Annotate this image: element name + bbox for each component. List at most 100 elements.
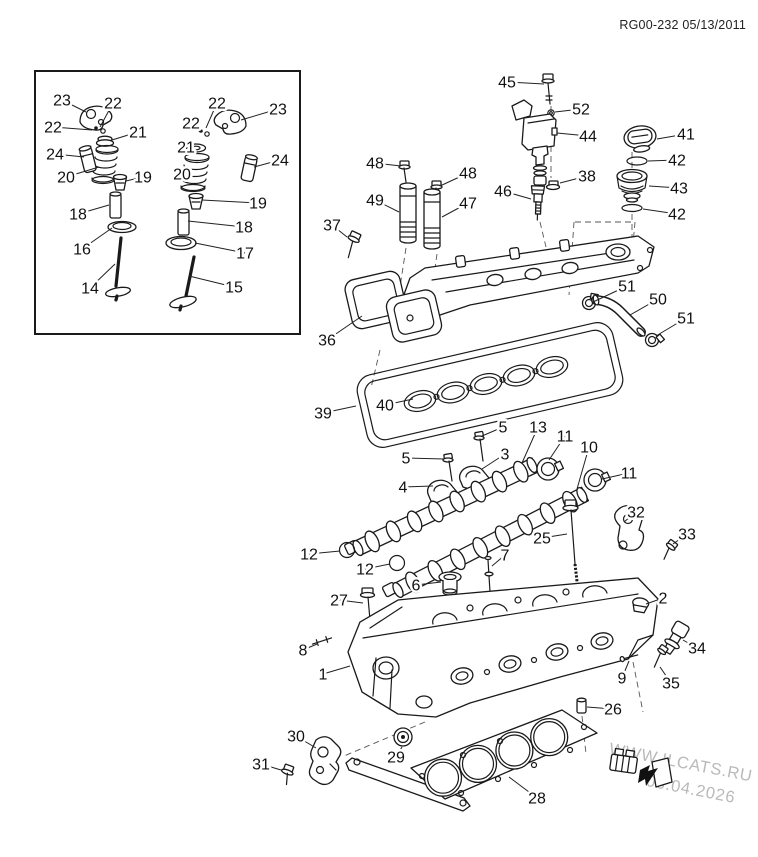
callout-label-17[interactable]: 17 — [234, 243, 257, 265]
callout-label-30[interactable]: 30 — [285, 726, 308, 748]
callout-leader-line — [548, 435, 566, 461]
callout-label-21[interactable]: 21 — [127, 122, 150, 144]
callout-label-32[interactable]: 32 — [625, 502, 648, 524]
tube-bolt-a — [398, 160, 411, 183]
callout-label-43[interactable]: 43 — [668, 178, 691, 200]
callout-leader-line — [481, 453, 506, 470]
callout-label-37[interactable]: 37 — [321, 215, 344, 237]
callout-label-21[interactable]: 21 — [175, 137, 198, 159]
valve-stem-seal-left — [112, 173, 128, 191]
callout-label-1[interactable]: 1 — [316, 664, 330, 686]
callout-label-4[interactable]: 4 — [396, 477, 410, 499]
callout-leader-line — [190, 122, 201, 133]
callout-label-41[interactable]: 41 — [675, 124, 698, 146]
callout-label-44[interactable]: 44 — [577, 126, 600, 148]
callout-label-16[interactable]: 16 — [71, 239, 94, 261]
callout-label-18[interactable]: 18 — [233, 217, 256, 239]
valve-cover — [344, 235, 655, 343]
callout-label-33[interactable]: 33 — [676, 524, 699, 546]
head-gasket — [410, 709, 598, 800]
callout-label-48[interactable]: 48 — [457, 163, 480, 185]
callout-label-29[interactable]: 29 — [385, 747, 408, 769]
callout-label-24[interactable]: 24 — [44, 144, 67, 166]
callout-label-48[interactable]: 48 — [364, 153, 387, 175]
callout-label-25[interactable]: 25 — [531, 528, 554, 550]
callout-label-51[interactable]: 51 — [616, 276, 639, 298]
callout-label-13[interactable]: 13 — [527, 417, 550, 439]
cap-bolt-b — [442, 452, 454, 482]
callout-label-20[interactable]: 20 — [171, 164, 194, 186]
callout-label-7[interactable]: 7 — [498, 545, 512, 567]
callout-label-49[interactable]: 49 — [364, 190, 387, 212]
intake-valve — [105, 236, 131, 302]
callout-leader-line — [374, 199, 400, 213]
callout-label-3[interactable]: 3 — [498, 444, 512, 466]
lift-bracket — [614, 504, 645, 551]
callout-leader-line — [384, 398, 414, 406]
callout-label-35[interactable]: 35 — [660, 673, 683, 695]
callout-label-14[interactable]: 14 — [79, 278, 102, 300]
callout-label-28[interactable]: 28 — [526, 788, 549, 810]
callout-leader-line — [260, 763, 282, 771]
callout-label-8[interactable]: 8 — [296, 640, 310, 662]
callout-label-2[interactable]: 2 — [656, 588, 670, 610]
callout-label-10[interactable]: 10 — [578, 437, 601, 459]
callout-leader-line — [521, 426, 539, 464]
callout-label-31[interactable]: 31 — [250, 754, 273, 776]
callout-label-9[interactable]: 9 — [615, 668, 629, 690]
callout-label-36[interactable]: 36 — [316, 330, 339, 352]
callout-label-50[interactable]: 50 — [647, 289, 670, 311]
callout-label-52[interactable]: 52 — [570, 99, 593, 121]
callout-label-19[interactable]: 19 — [247, 193, 270, 215]
cam-seal-a — [338, 541, 356, 559]
callout-label-38[interactable]: 38 — [576, 166, 599, 188]
callout-label-5[interactable]: 5 — [399, 448, 413, 470]
callout-label-11[interactable]: 11 — [618, 463, 640, 485]
callout-leader-line — [576, 446, 590, 490]
callout-leader-line — [302, 643, 318, 651]
callout-label-20[interactable]: 20 — [55, 167, 78, 189]
callout-leader-line — [439, 172, 469, 187]
callout-leader-line — [61, 99, 87, 113]
callout-label-47[interactable]: 47 — [457, 193, 480, 215]
callout-label-15[interactable]: 15 — [223, 277, 246, 299]
callout-label-5[interactable]: 5 — [496, 417, 510, 439]
callout-label-22[interactable]: 22 — [180, 113, 203, 135]
callout-label-45[interactable]: 45 — [496, 72, 519, 94]
callout-label-22[interactable]: 22 — [206, 93, 229, 115]
callout-label-22[interactable]: 22 — [42, 117, 65, 139]
callout-leader-line — [52, 126, 93, 131]
callout-leader-line — [65, 166, 100, 178]
callout-label-12[interactable]: 12 — [298, 544, 321, 566]
callout-label-39[interactable]: 39 — [312, 403, 335, 425]
callout-leader-line — [642, 208, 678, 215]
bracket-bolt-31 — [280, 763, 295, 786]
callout-label-51[interactable]: 51 — [675, 308, 698, 330]
callout-label-12[interactable]: 12 — [354, 559, 377, 581]
stud-8 — [311, 636, 333, 646]
callout-label-24[interactable]: 24 — [269, 150, 292, 172]
callout-label-42[interactable]: 42 — [666, 150, 689, 172]
callout-leader-line — [508, 776, 538, 799]
callout-label-23[interactable]: 23 — [267, 99, 290, 121]
callout-label-19[interactable]: 19 — [132, 167, 155, 189]
callout-label-42[interactable]: 42 — [666, 204, 689, 226]
callout-label-23[interactable]: 23 — [51, 90, 74, 112]
engine-bracket-30 — [308, 736, 342, 786]
spark-plug-tube-b — [423, 188, 441, 250]
callout-label-40[interactable]: 40 — [374, 395, 397, 417]
stud-bolt-7 — [484, 555, 494, 593]
callout-label-26[interactable]: 26 — [602, 699, 625, 721]
spark-plug-tube-a — [399, 182, 417, 244]
callout-label-27[interactable]: 27 — [328, 590, 351, 612]
callout-label-22[interactable]: 22 — [102, 93, 125, 115]
callout-leader-line — [187, 220, 245, 228]
valve-seat-left — [107, 220, 137, 234]
callout-label-18[interactable]: 18 — [67, 204, 90, 226]
callout-label-34[interactable]: 34 — [686, 638, 709, 660]
rocker-arm-right — [213, 109, 247, 135]
callout-label-11[interactable]: 11 — [554, 426, 576, 448]
callout-label-46[interactable]: 46 — [492, 181, 515, 203]
callout-label-6[interactable]: 6 — [409, 575, 423, 597]
callout-leader-line — [54, 153, 85, 158]
